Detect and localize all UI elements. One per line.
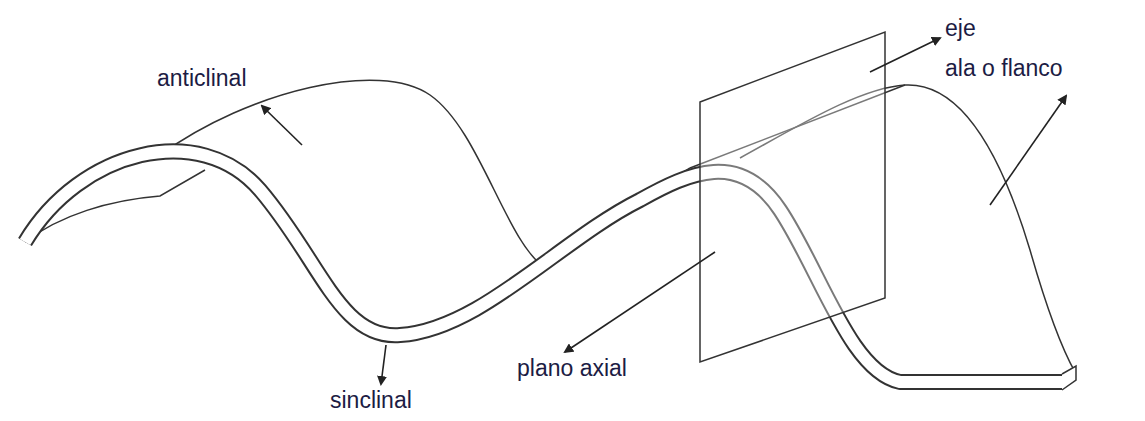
leader-arrow xyxy=(565,252,715,352)
layer-fill xyxy=(25,151,1062,382)
fold-term: anticlinal xyxy=(157,66,247,91)
fold-term: ala o flanco xyxy=(945,56,1063,81)
fold-term: plano axial xyxy=(517,356,627,381)
fold-term: sinclinal xyxy=(330,388,412,413)
layer-outline xyxy=(25,151,1062,382)
slab-end xyxy=(1062,366,1076,390)
axial-plane xyxy=(700,32,885,362)
leader-arrow xyxy=(262,106,302,145)
leader-arrow xyxy=(381,345,386,384)
leader-arrow xyxy=(870,38,940,72)
fold-term: eje xyxy=(945,16,976,41)
leader-arrow xyxy=(990,96,1066,205)
